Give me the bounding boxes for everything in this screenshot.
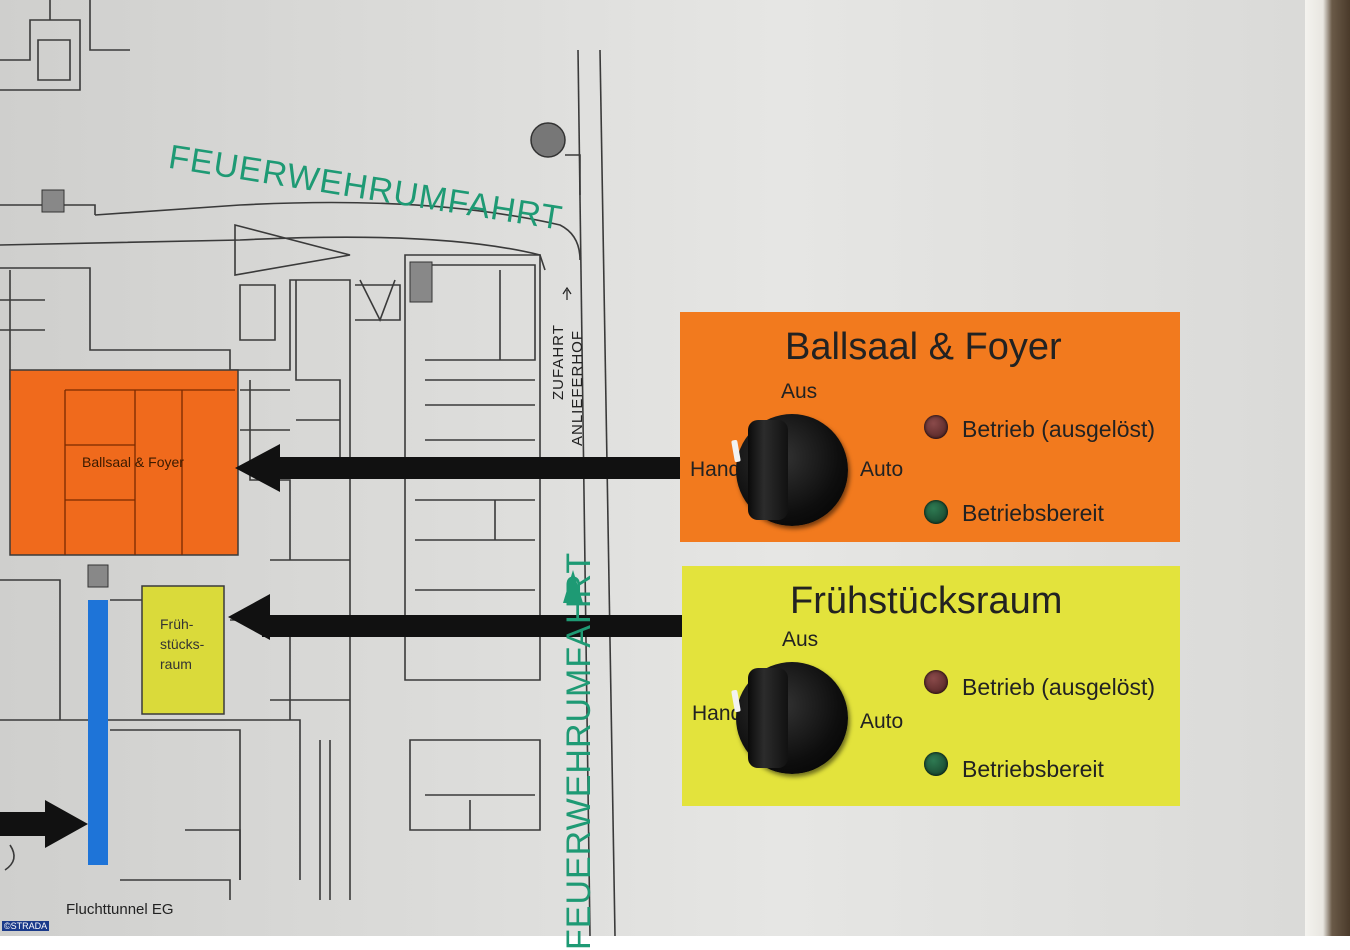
control-panel-ballsaal: Ballsaal & Foyer Aus Hand Auto Betrieb (…	[680, 312, 1180, 542]
panel-title: Frühstücksraum	[790, 580, 1063, 622]
tunnel-label: Fluchttunnel EG	[66, 901, 174, 918]
street-label-side: FEUERWEHRUMFAHRT	[560, 551, 598, 950]
floor-plan	[0, 0, 690, 936]
zufahrt-label: ZUFAHRT	[550, 324, 567, 400]
panel-title: Ballsaal & Foyer	[785, 326, 1062, 368]
anlieferhof-label: ANLIEFERHOF	[569, 329, 586, 446]
selector-knob[interactable]	[748, 420, 788, 520]
panel-edge	[1305, 0, 1350, 936]
hatched-circle	[530, 122, 566, 158]
switch-label-auto: Auto	[860, 710, 904, 733]
led-label-ready: Betriebsbereit	[962, 756, 1104, 782]
led-label-triggered: Betrieb (ausgelöst)	[962, 416, 1156, 442]
led-triggered	[924, 415, 948, 439]
led-ready	[924, 500, 948, 524]
escape-tunnel	[88, 600, 108, 865]
room-label-fruehstueck: Früh- stücks- raum	[160, 614, 220, 674]
room-label-ballsaal: Ballsaal & Foyer	[82, 454, 184, 470]
arrow-ballsaal-shaft	[270, 457, 690, 479]
room-label-line-3: raum	[160, 656, 192, 672]
room-label-line-2: stücks-	[160, 636, 205, 652]
copyright-badge: ©STRADA	[2, 921, 50, 931]
led-ready	[924, 752, 948, 776]
arrow-tunnel-head	[45, 800, 88, 848]
switch-label-aus: Aus	[781, 380, 818, 403]
arrow-ballsaal-head	[235, 444, 280, 492]
arrow-fruehstueck-head	[228, 594, 270, 640]
arrow-tunnel-shaft	[0, 812, 52, 836]
room-fruehstueck-fill	[141, 585, 225, 715]
led-label-ready: Betriebsbereit	[962, 500, 1104, 526]
led-triggered	[924, 670, 948, 694]
arrow-fruehstueck-shaft	[262, 615, 682, 637]
room-ballsaal-fill	[9, 369, 239, 556]
mode-selector-switch[interactable]	[731, 414, 848, 526]
switch-label-auto: Auto	[860, 458, 904, 481]
led-label-triggered: Betrieb (ausgelöst)	[962, 674, 1156, 700]
switch-label-hand: Hand	[690, 458, 741, 481]
switch-label-aus: Aus	[782, 628, 819, 651]
switch-label-hand: Hand	[692, 702, 743, 725]
control-panel-fruehstueck: Frühstücksraum Aus Hand Auto Betrieb (au…	[682, 566, 1180, 806]
room-label-line-1: Früh-	[160, 616, 194, 632]
selector-knob[interactable]	[748, 668, 788, 768]
green-triangle	[563, 570, 583, 603]
mode-selector-switch[interactable]	[731, 662, 848, 774]
